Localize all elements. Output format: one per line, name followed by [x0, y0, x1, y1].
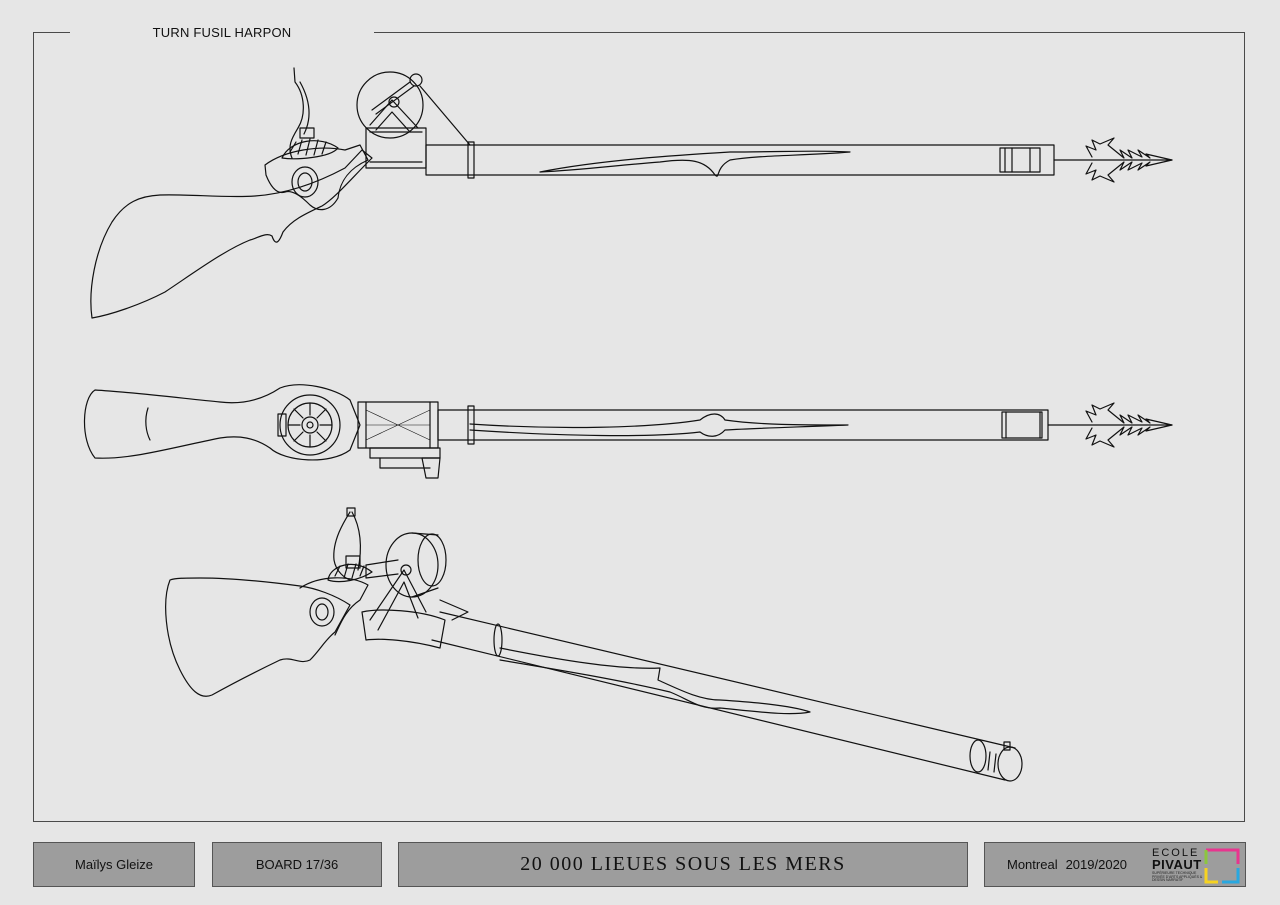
side-trigger-guard — [291, 166, 319, 198]
persp-reel-drum — [385, 532, 439, 598]
persp-trigger-guard — [309, 597, 335, 627]
persp-reel-yoke — [369, 569, 427, 631]
drawing-frame — [33, 32, 1245, 822]
school-logo: ECOLE PIVAUT SUPÉRIEURE TECHNIQUE PRIVÉE… — [1150, 845, 1242, 885]
side-reel-yoke — [369, 99, 419, 133]
side-harpoon-head — [1085, 137, 1173, 183]
logo-line2: PIVAUT — [1152, 857, 1202, 872]
logo-line3: SUPÉRIEURE TECHNIQUE PRIVÉE D'ARTS APPLI… — [1152, 871, 1203, 883]
persp-stock — [165, 577, 351, 697]
project-title-box: 20 000 LIEUES SOUS LES MERS — [398, 842, 968, 887]
author-name: Maïlys Gleize — [74, 857, 154, 872]
frame-title-gap — [70, 26, 374, 38]
persp-lock-plate — [299, 577, 369, 636]
side-stock — [90, 149, 373, 319]
side-view — [90, 67, 1173, 319]
board-number: BOARD 17/36 — [255, 857, 339, 872]
board-number-box: BOARD 17/36 — [212, 842, 382, 887]
top-view — [83, 384, 1173, 479]
top-harpoon-head — [1085, 402, 1173, 448]
perspective-view — [165, 507, 1023, 782]
side-lock-plate — [264, 144, 369, 211]
side-barrel-inlay — [539, 150, 851, 177]
top-barrel — [437, 409, 1049, 441]
persp-hammer — [333, 511, 351, 581]
board-title: TURN FUSIL HARPON — [152, 25, 292, 40]
side-reel-drum — [356, 71, 424, 139]
persp-barrel-band — [493, 623, 503, 657]
side-reel-crank — [409, 73, 423, 87]
year: 2019/2020 — [1065, 857, 1128, 872]
persp-barrel — [431, 611, 1016, 781]
author-box: Maïlys Gleize — [33, 842, 195, 887]
top-barrel-inlay — [469, 413, 849, 437]
logo-line1: ECOLE — [1152, 847, 1200, 859]
location-box: Montreal 2019/2020 — [984, 842, 1246, 887]
side-line — [419, 85, 471, 146]
city: Montreal — [1007, 857, 1058, 872]
top-stock — [83, 384, 361, 461]
top-crank-handle — [421, 457, 441, 479]
logo-mark-icon — [1204, 848, 1240, 884]
project-title: 20 000 LIEUES SOUS LES MERS — [520, 853, 846, 875]
side-barrel — [425, 144, 1055, 176]
top-wheel-outer — [279, 394, 341, 456]
persp-barrel-inlay — [499, 647, 811, 715]
persp-wheel-lock — [327, 563, 373, 583]
top-reel-line — [365, 409, 431, 441]
persp-reel-axle — [365, 559, 399, 579]
persp-reel-housing — [361, 609, 446, 649]
